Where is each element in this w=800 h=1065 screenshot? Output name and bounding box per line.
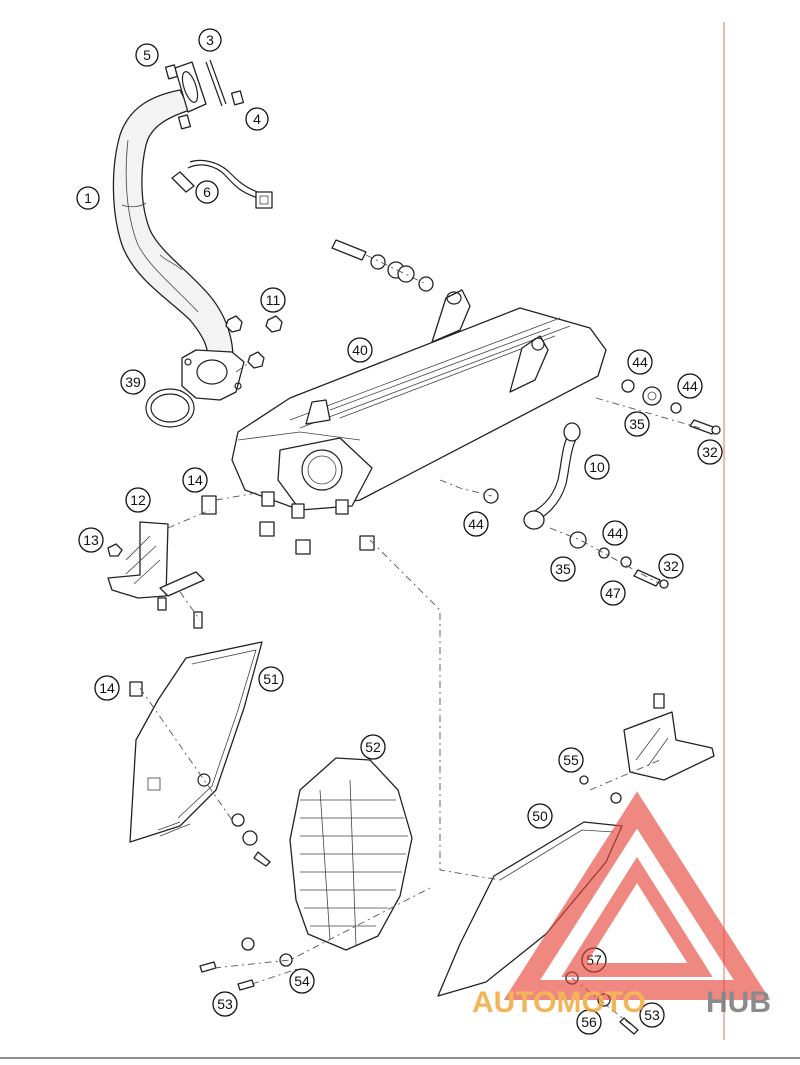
flange-nuts-part — [225, 315, 283, 369]
automotohub-logo: AUTOMOTO HUB — [472, 791, 771, 1019]
logo-triangle-outer — [503, 791, 771, 1000]
front-bracket-part — [107, 495, 375, 629]
callout-39: 39 — [120, 369, 146, 395]
grille-guard-part — [199, 757, 413, 991]
callout-44-top-right: 44 — [677, 373, 703, 399]
rear-bracket-part — [483, 422, 669, 589]
svg-text:14: 14 — [187, 472, 203, 488]
callout-5: 5 — [135, 43, 159, 67]
callout-56: 56 — [576, 1009, 602, 1035]
callout-6: 6 — [195, 180, 219, 204]
svg-text:32: 32 — [702, 444, 718, 460]
svg-text:35: 35 — [555, 561, 571, 577]
callout-44-top-left: 44 — [627, 349, 653, 375]
svg-text:13: 13 — [83, 532, 99, 548]
callout-51: 51 — [258, 666, 284, 692]
svg-text:56: 56 — [581, 1014, 597, 1030]
callout-14-top: 14 — [182, 467, 208, 493]
callout-50: 50 — [527, 803, 553, 829]
callout-35-bottom: 35 — [550, 556, 576, 582]
svg-text:1: 1 — [84, 190, 92, 206]
callout-32-bottom: 32 — [658, 553, 684, 579]
callout-44-right: 44 — [602, 520, 628, 546]
lambda-sensor-part — [171, 159, 273, 209]
svg-text:52: 52 — [365, 739, 381, 755]
svg-text:51: 51 — [263, 671, 279, 687]
svg-text:44: 44 — [632, 354, 648, 370]
svg-text:4: 4 — [253, 111, 261, 127]
svg-text:11: 11 — [266, 292, 281, 308]
inlet-flange-part — [164, 59, 245, 130]
rear-bracket-mount-part — [579, 693, 715, 804]
svg-text:39: 39 — [125, 374, 141, 390]
callout-32-top: 32 — [697, 439, 723, 465]
svg-text:32: 32 — [663, 558, 679, 574]
top-bolts-part — [331, 239, 434, 292]
callout-1: 1 — [76, 186, 100, 210]
svg-text:12: 12 — [130, 492, 146, 508]
svg-text:53: 53 — [217, 996, 233, 1012]
svg-text:47: 47 — [605, 585, 621, 601]
callout-3: 3 — [198, 28, 222, 52]
svg-text:54: 54 — [294, 973, 310, 989]
logo-text-hub: HUB — [706, 986, 771, 1019]
callout-14-left: 14 — [94, 675, 120, 701]
callout-53-left: 53 — [212, 991, 238, 1017]
svg-text:35: 35 — [629, 416, 645, 432]
silencer-part — [231, 289, 607, 519]
right-mount-hardware-part — [621, 379, 721, 435]
callout-11: 11 — [260, 287, 286, 313]
heat-shield-left-part — [129, 641, 271, 867]
callout-47: 47 — [600, 580, 626, 606]
callout-35-top: 35 — [624, 411, 650, 437]
callout-13: 13 — [78, 527, 104, 553]
svg-text:6: 6 — [203, 184, 211, 200]
callout-12: 12 — [125, 487, 151, 513]
callout-52: 52 — [360, 734, 386, 760]
assembly-lines — [139, 254, 701, 1025]
callout-54: 54 — [289, 968, 315, 994]
callout-10: 10 — [584, 454, 610, 480]
callout-40: 40 — [347, 337, 373, 363]
svg-text:10: 10 — [589, 459, 605, 475]
svg-text:40: 40 — [352, 342, 368, 358]
svg-text:50: 50 — [532, 808, 548, 824]
callout-53-right: 53 — [639, 1002, 665, 1028]
svg-text:5: 5 — [143, 47, 151, 63]
logo-triangle-inner — [561, 856, 713, 977]
gasket-ring-part — [145, 388, 195, 428]
callout-55: 55 — [558, 747, 584, 773]
svg-text:55: 55 — [563, 752, 579, 768]
header-pipe-part — [112, 89, 245, 401]
svg-text:44: 44 — [682, 378, 698, 394]
callout-44-mid: 44 — [463, 511, 489, 537]
svg-text:3: 3 — [206, 32, 214, 48]
svg-text:44: 44 — [468, 516, 484, 532]
svg-text:44: 44 — [607, 525, 623, 541]
svg-text:53: 53 — [644, 1007, 660, 1023]
callout-4: 4 — [245, 107, 269, 131]
logo-text-automoto: AUTOMOTO — [472, 986, 646, 1019]
svg-text:14: 14 — [99, 680, 115, 696]
